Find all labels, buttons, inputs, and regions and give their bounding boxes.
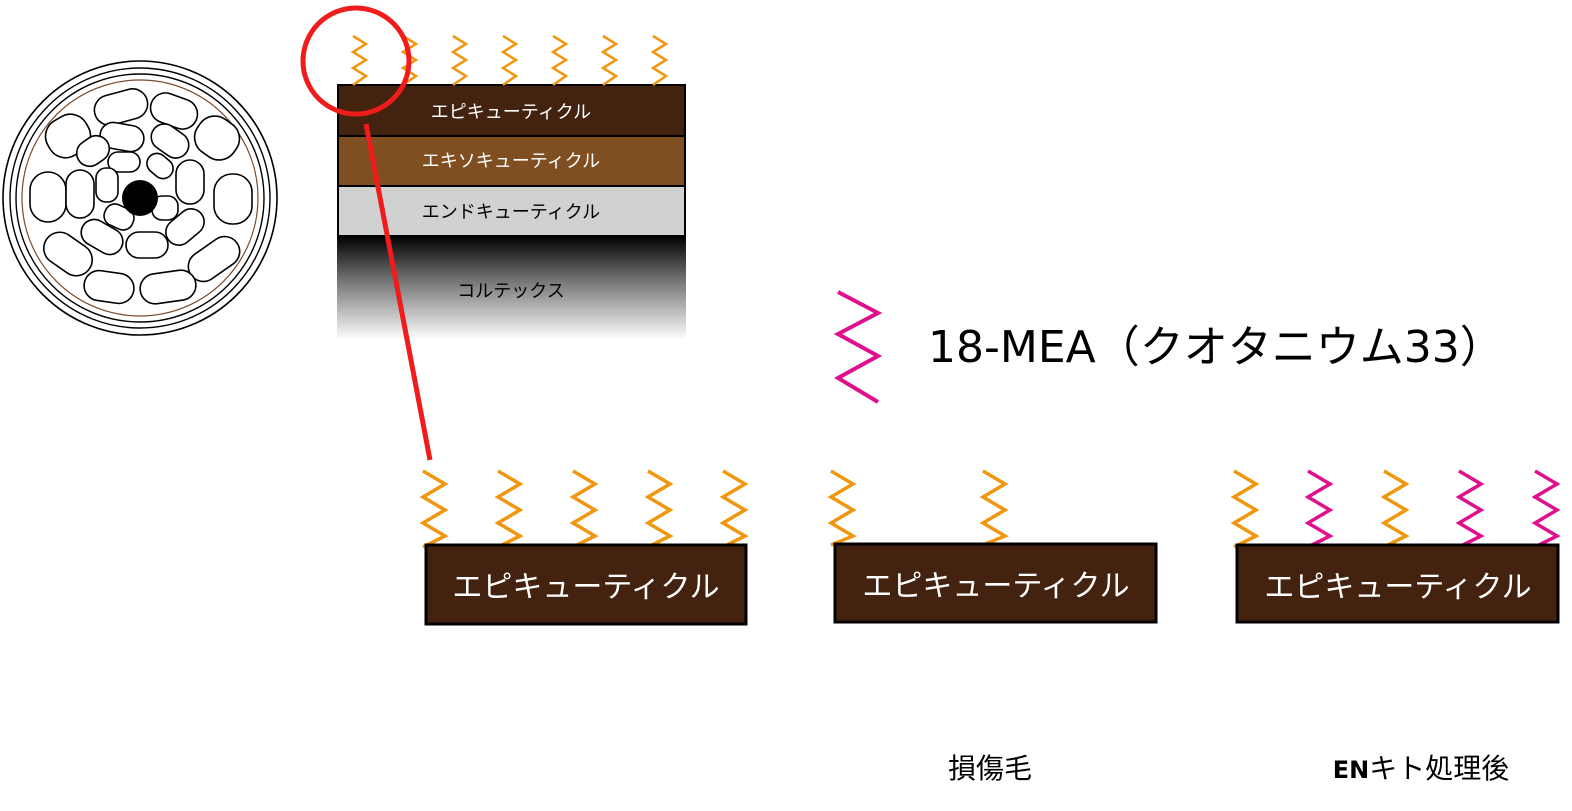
orange-chain-icon	[569, 469, 599, 549]
panel-caption: ENキト処理後	[1333, 752, 1510, 785]
epicuticle-label: エピキューティクル	[431, 102, 591, 123]
zoom-circle	[300, 5, 412, 117]
orange-chain-icon	[719, 469, 749, 549]
orange-chain-icon	[1380, 469, 1410, 549]
legend-label: 18-MEA（クオタニウム33）	[928, 322, 1504, 373]
orange-chain-icon	[650, 34, 669, 87]
orange-chain-icon	[1230, 469, 1260, 549]
orange-chain-icon	[400, 34, 419, 87]
orange-chain-icon	[350, 34, 369, 87]
exocuticle-label: エキソキューティクル	[422, 151, 600, 172]
medulla	[122, 180, 158, 216]
magenta-zigzag-chain-icon	[833, 290, 883, 404]
epicuticle-block-label: エピキューティクル	[452, 570, 719, 605]
panel-caption: 損傷毛	[948, 752, 1032, 785]
epicuticle-block	[833, 542, 1158, 624]
caption-bold: EN	[1333, 756, 1369, 784]
orange-chain-icon	[494, 469, 524, 549]
epicuticle-block-label: エピキューティクル	[1264, 570, 1531, 605]
orange-chain-icon	[827, 469, 857, 547]
panel-healthy: エピキューティクル	[419, 469, 749, 626]
panel-damaged: エピキューティクル 損傷毛	[827, 469, 1158, 785]
zoom-pointer	[300, 5, 433, 461]
cortex-cells	[29, 88, 253, 305]
orange-chain-icon	[550, 34, 569, 87]
panel-treated: エピキューティクル ENキト処理後	[1230, 469, 1561, 785]
legend: 18-MEA（クオタニウム33）	[833, 290, 1504, 404]
orange-chain-icon	[600, 34, 619, 87]
epicuticle-block	[424, 543, 748, 626]
orange-chain-icon	[644, 469, 674, 549]
epicuticle-block	[1235, 543, 1560, 624]
stack-chains	[350, 34, 669, 87]
magenta-chain-icon	[1455, 469, 1485, 549]
hair-cross-section	[2, 60, 278, 336]
orange-chain-icon	[450, 34, 469, 87]
zoom-line	[363, 123, 433, 461]
cuticle-layer-stack: コルテックス エンドキューティクル エキソキューティクル エピキューティクル	[337, 84, 686, 340]
cortex-label: コルテックス	[457, 281, 564, 302]
caption-rest: キト処理後	[1369, 752, 1509, 785]
orange-chain-icon	[419, 469, 449, 549]
magenta-chain-icon	[1531, 469, 1561, 549]
endocuticle-label: エンドキューティクル	[422, 202, 600, 223]
endocuticle-layer	[337, 185, 686, 237]
epicuticle-block-label: エピキューティクル	[862, 569, 1129, 604]
magenta-chain-icon	[1304, 469, 1334, 549]
orange-chain-icon	[500, 34, 519, 87]
orange-chain-icon	[979, 469, 1009, 547]
